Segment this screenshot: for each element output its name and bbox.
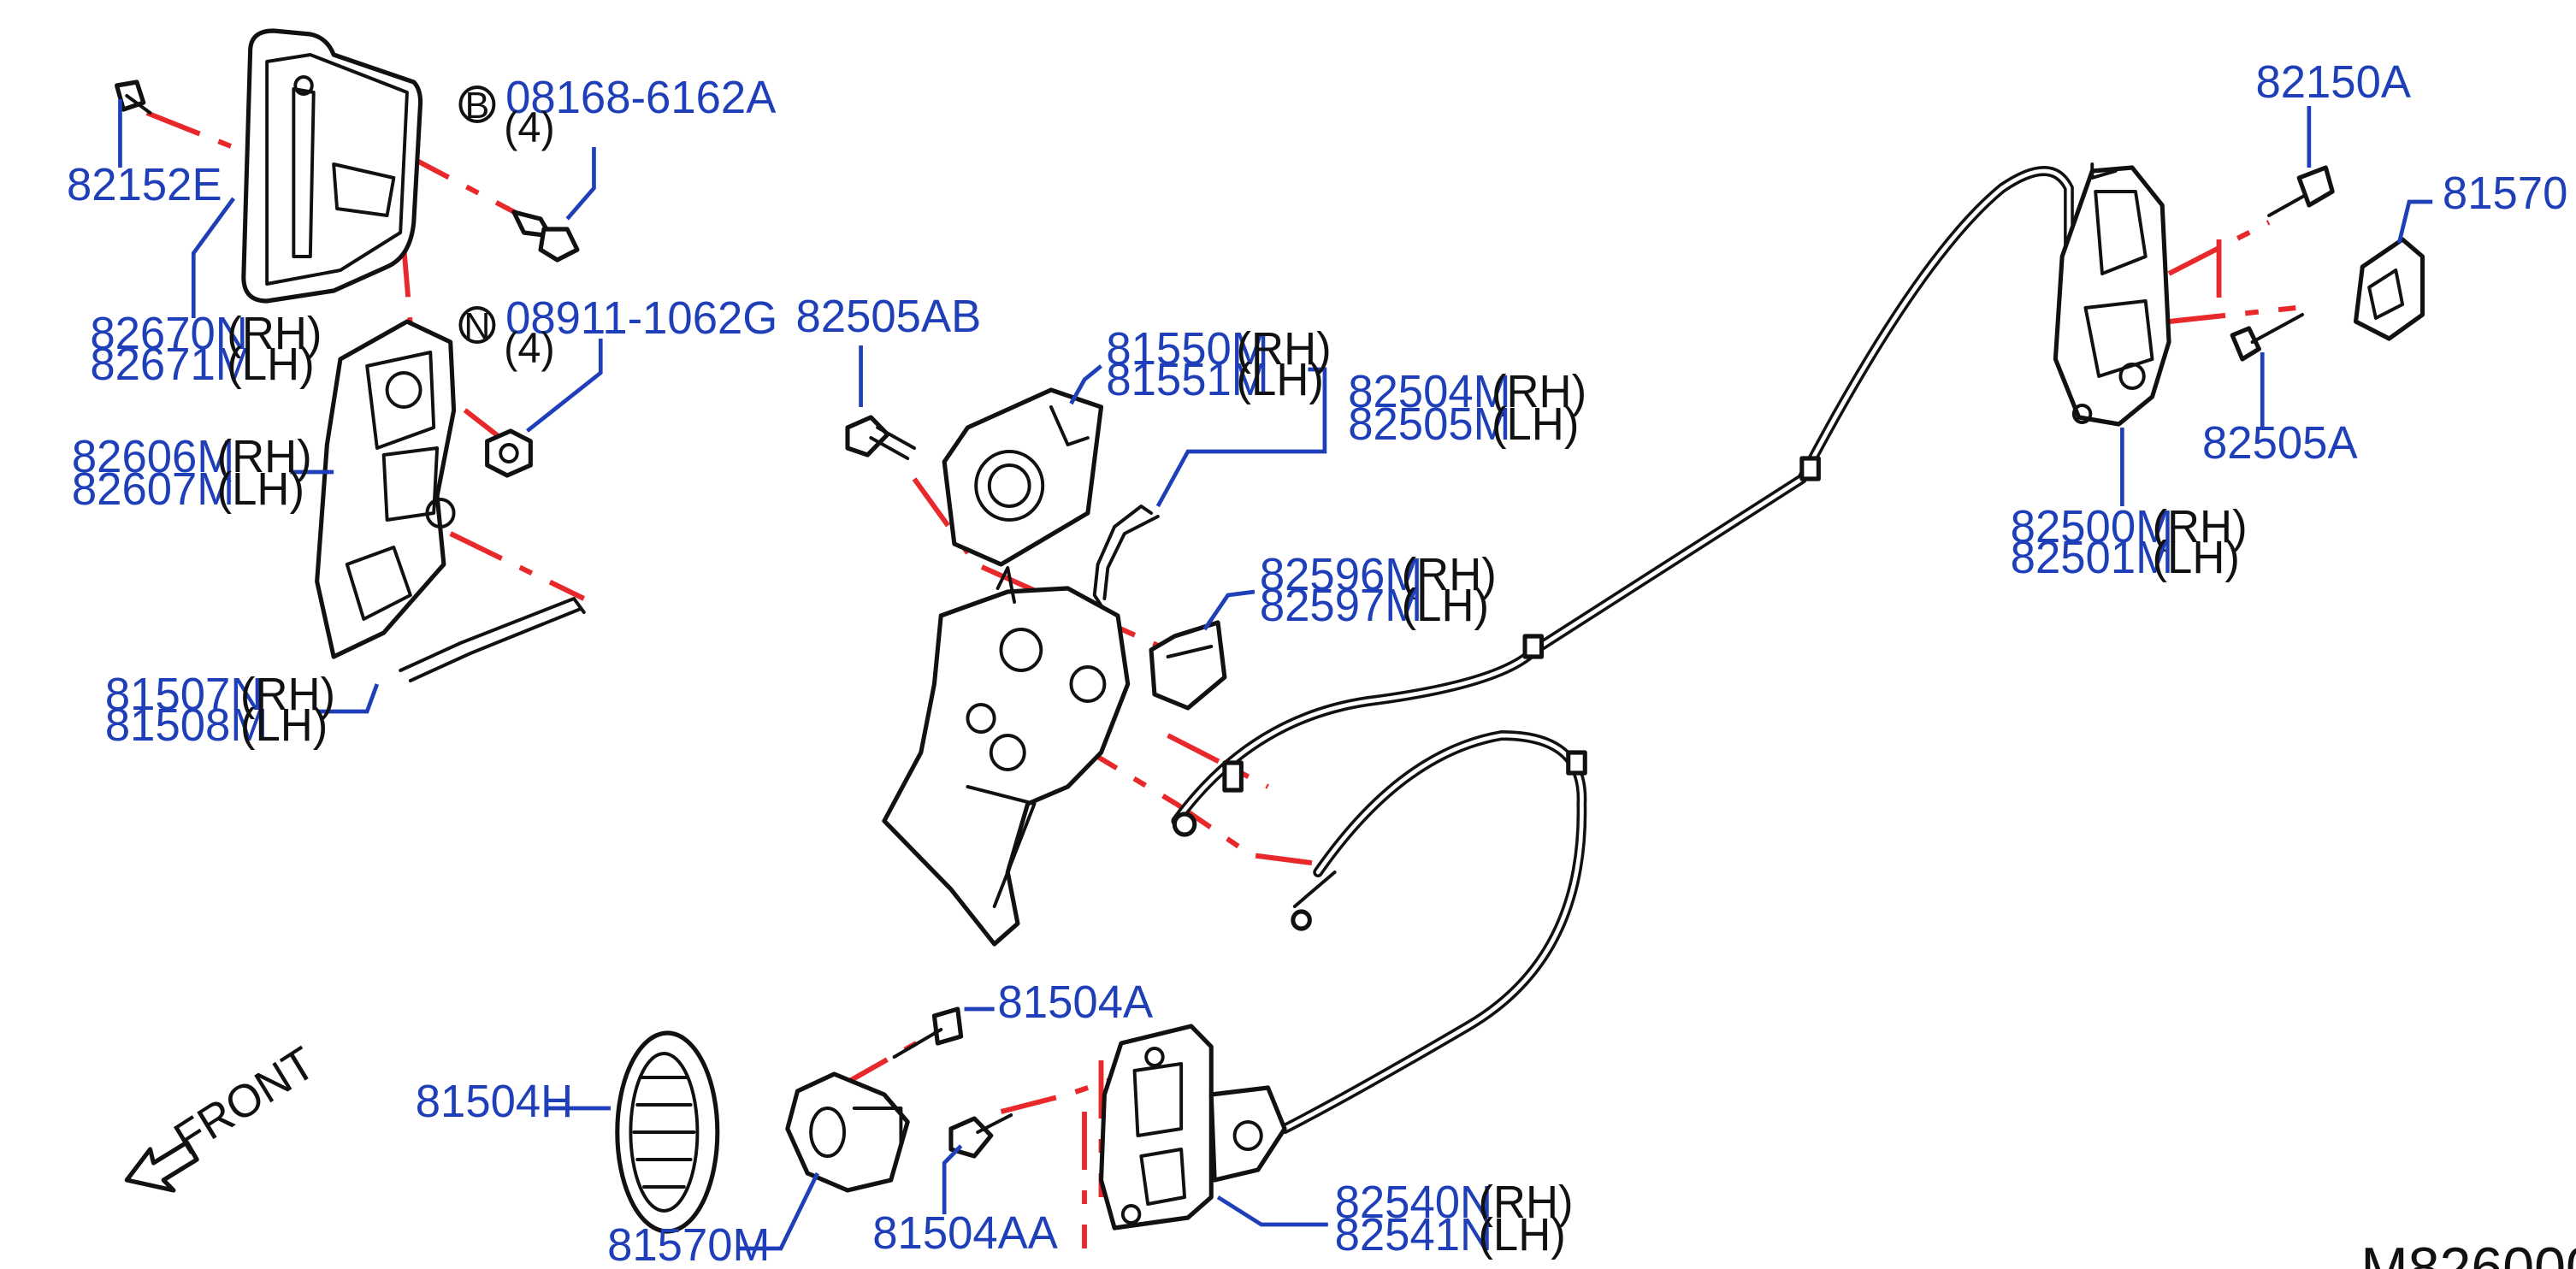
remote-rod [1092,505,1160,617]
remote-control-assembly [882,566,1131,947]
callout-81504a: 81504A [998,977,1154,1028]
callout-82596m: 82596M [1260,549,1422,600]
callout-82541n: 82541N [1335,1209,1492,1260]
bolt-82150a [2267,165,2335,217]
handle-rod [399,597,586,682]
callout-81551m: 81551M [1106,354,1268,405]
front-label: FRONT [166,1037,324,1165]
callout-82596m-side: (RH) [1402,549,1497,600]
callout-82540n: 82540N [1335,1177,1492,1228]
outside-handle-escutcheon [241,28,423,304]
callout-82501m-side: (LH) [2153,532,2240,583]
bolt-81504aa [948,1113,1013,1159]
callout-82671m-side: (LH) [227,339,314,390]
callout-82541n-side: (LH) [1478,1209,1565,1260]
symbol-b: B [458,86,496,127]
front-arrow: FRONT [124,1037,324,1193]
nut-08911 [485,428,533,478]
callout-81508m: 81508M [105,699,268,751]
symbol-n-letter: N [464,306,490,348]
callout-82500m: 82500M [2011,501,2173,552]
callout-82606m: 82606M [72,431,234,482]
callout-82540n-side: (RH) [1478,1177,1573,1228]
callout-82597m-side: (LH) [1402,580,1489,631]
callout-82505m-side: (LH) [1492,398,1579,450]
callout-82505ab: 82505AB [796,291,982,342]
rod-clip [1149,620,1227,711]
callout-08168: 08168-6162A [505,72,777,123]
callout-08911: 08911-1062G [505,292,777,344]
callout-82150a: 82150A [2255,56,2411,108]
callout-82152e: 82152E [67,159,222,210]
callout-81570: 81570 [2443,168,2567,219]
bolt-82505ab [845,415,916,460]
striker-81570 [2353,237,2425,341]
callout-82500m-side: (RH) [2153,501,2248,552]
callout-82504m-side: (RH) [1492,366,1586,417]
callout-82670n: 82670N [90,308,247,359]
grommet-81504h [615,1030,720,1234]
callout-81508m-side: (LH) [240,699,328,751]
callout-82504m: 82504M [1348,366,1510,417]
callout-81570m: 81570M [607,1219,770,1269]
callout-82606m-side: (RH) [217,431,312,482]
callout-81507n-side: (RH) [240,669,335,720]
callout-81551m-side: (LH) [1237,354,1324,405]
callout-81507n: 81507N [105,669,263,720]
callout-82671m: 82671M [90,339,252,390]
callout-81504aa: 81504AA [872,1207,1058,1259]
screw-82505a [2230,313,2305,362]
leader-lines [118,99,2433,1251]
rear-door-lock [2053,162,2171,427]
callout-82670n-side: (RH) [227,308,322,359]
symbol-n: N [458,306,496,348]
striker-81570m [785,1071,910,1193]
lower-door-lock [1098,1024,1287,1231]
callout-08911-qty: (4) [504,324,555,372]
callout-08168-qty: (4) [504,103,555,151]
callout-82501m: 82501M [2011,532,2173,583]
callout-82505m: 82505M [1348,398,1510,450]
callout-labels: 82152E 08168-6162A (4) 82670N (RH) 82671… [67,56,2567,1269]
screw-81504a [892,1006,964,1059]
callout-82607m-side: (LH) [217,463,304,515]
bolt-08168 [511,210,580,263]
callout-81504h: 81504H [416,1076,573,1127]
callout-81550m-side: (RH) [1237,323,1332,375]
callout-81550m: 81550M [1106,323,1268,375]
diagram-code: M826000K [2360,1236,2576,1269]
handle-bracket [315,319,457,659]
callout-82597m: 82597M [1260,580,1422,631]
callout-82607m: 82607M [72,463,234,515]
lock-actuator [942,387,1104,567]
callout-82505a: 82505A [2202,417,2358,469]
cables [1171,166,2074,1134]
symbol-b-letter: B [465,86,490,127]
